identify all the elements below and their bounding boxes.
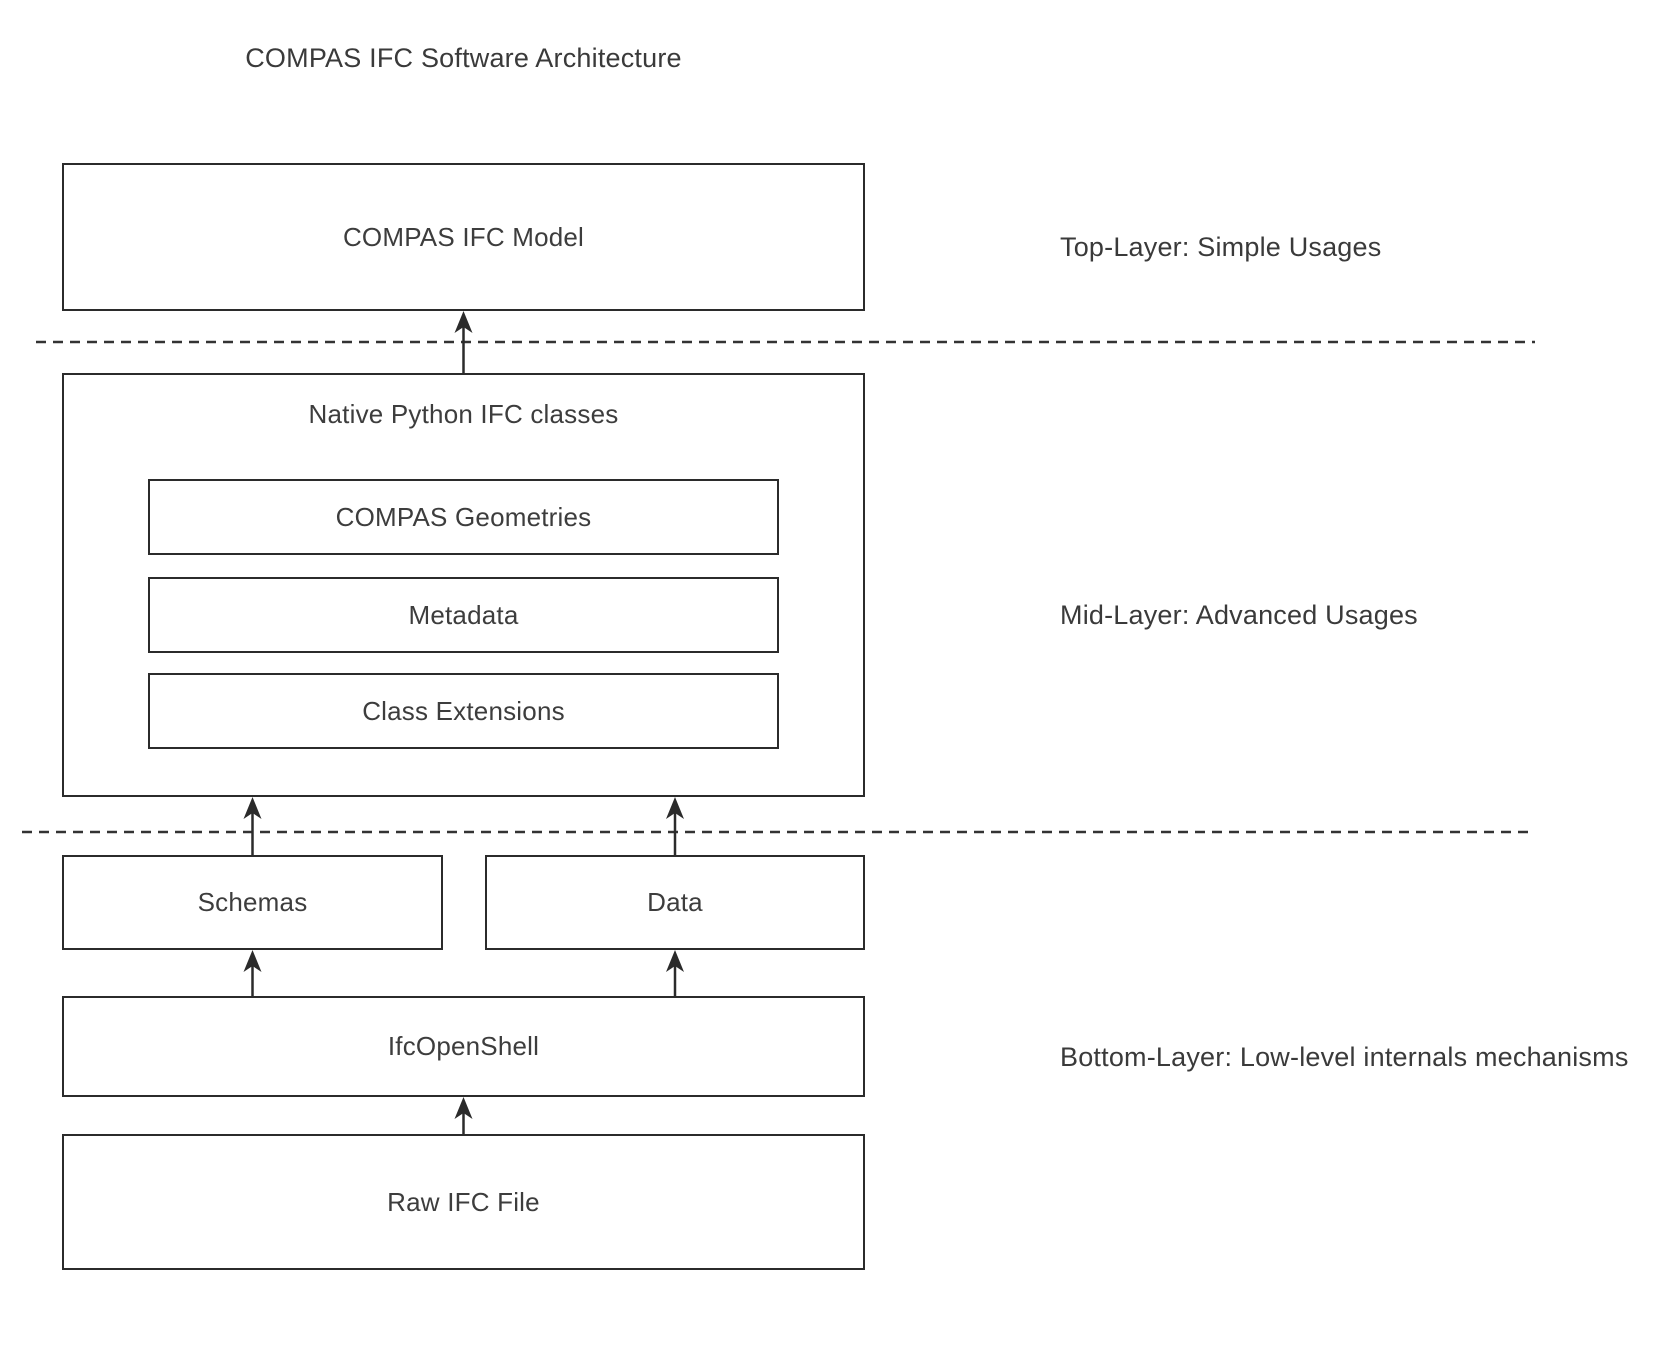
layer-label-bottom: Bottom-Layer: Low-level internals mechan… [1060, 1042, 1629, 1072]
layer-label-mid: Mid-Layer: Advanced Usages [1060, 600, 1418, 630]
node-native-python-ifc-classes-label: Native Python IFC classes [308, 399, 619, 429]
node-class-extensions-label: Class Extensions [362, 695, 565, 726]
node-compas-geometries: COMPAS Geometries [148, 479, 779, 555]
node-schemas-label: Schemas [197, 887, 308, 917]
diagram-title: COMPAS IFC Software Architecture [245, 43, 682, 73]
node-data-label: Data [647, 887, 703, 917]
arrow-rawfile-to-ifcopenshell [454, 1097, 473, 1134]
node-ifcopenshell: IfcOpenShell [62, 996, 865, 1097]
node-metadata: Metadata [148, 577, 779, 653]
node-data: Data [485, 855, 865, 950]
arrow-data-to-classes [666, 797, 684, 855]
node-metadata-label: Metadata [408, 599, 519, 630]
node-class-extensions: Class Extensions [148, 673, 779, 749]
arrow-classes-to-model [454, 311, 473, 373]
layer-label-top: Top-Layer: Simple Usages [1060, 232, 1382, 262]
node-raw-ifc-file-label: Raw IFC File [387, 1186, 540, 1217]
node-compas-geometries-label: COMPAS Geometries [335, 501, 592, 532]
arrow-ifcopenshell-to-data [666, 950, 684, 996]
node-compas-ifc-model: COMPAS IFC Model [62, 163, 865, 311]
node-ifcopenshell-label: IfcOpenShell [387, 1031, 540, 1061]
node-raw-ifc-file: Raw IFC File [62, 1134, 865, 1270]
arrow-ifcopenshell-to-schemas [243, 950, 262, 996]
arrow-schemas-to-classes [243, 797, 262, 855]
node-schemas: Schemas [62, 855, 443, 950]
node-compas-ifc-model-label: COMPAS IFC Model [342, 221, 585, 252]
